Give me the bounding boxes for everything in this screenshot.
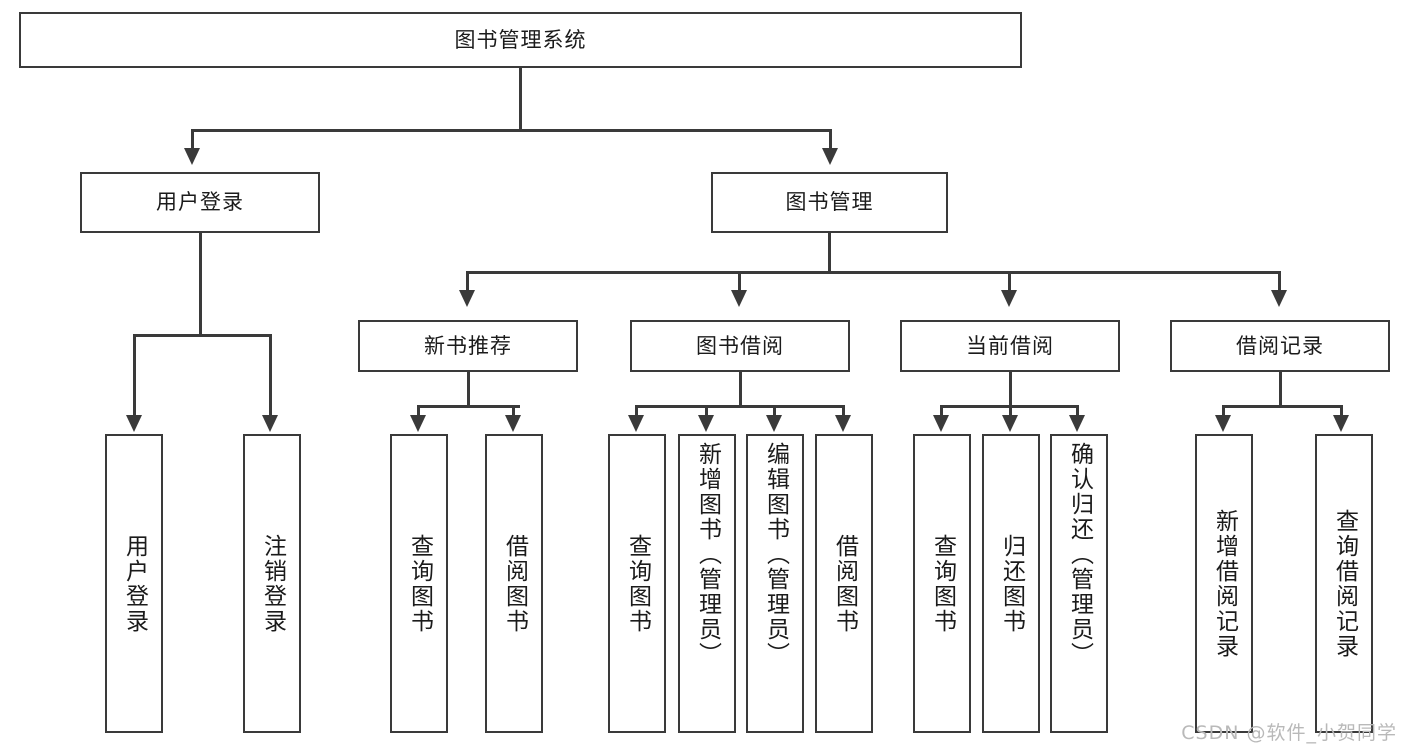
arrowhead-new-book-recommend — [459, 290, 475, 307]
leaf-label: 借阅图书 — [831, 533, 858, 634]
leaf-label: 查询图书 — [624, 533, 651, 634]
leaf-label: 新增图书（管理员） — [694, 442, 721, 667]
leaf-label: 新增借阅记录 — [1211, 508, 1238, 659]
arrowhead-leaf-query-books-rec — [410, 415, 426, 432]
connector-cb-drop-2 — [1009, 405, 1012, 418]
connector-bb-stem — [739, 372, 742, 407]
connector-user-login-drop-1 — [133, 334, 136, 418]
connector-br-drop-1 — [1222, 405, 1225, 418]
leaf-label: 编辑图书（管理员） — [762, 442, 789, 667]
leaf-confirm-return-admin[interactable]: 确认归还（管理员） — [1050, 434, 1108, 733]
connector-br-bus — [1222, 405, 1342, 408]
connector-cb-stem — [1009, 372, 1012, 407]
arrowhead-book-borrow — [731, 290, 747, 307]
connector-bb-bus — [635, 405, 844, 408]
connector-br-drop-2 — [1340, 405, 1343, 418]
node-label: 借阅记录 — [1236, 333, 1324, 358]
connector-bm-drop-4 — [1278, 271, 1281, 294]
connector-root-bus — [191, 129, 831, 132]
connector-br-stem — [1279, 372, 1282, 407]
connector-bb-drop-4 — [842, 405, 845, 418]
node-label: 新书推荐 — [424, 333, 512, 358]
leaf-label: 用户登录 — [121, 533, 148, 634]
arrowhead-to-user-login — [184, 148, 200, 165]
node-label: 图书管理系统 — [454, 27, 587, 52]
arrowhead-leaf-return-books — [1002, 415, 1018, 432]
connector-root-stem — [519, 68, 522, 131]
leaf-label: 查询图书 — [929, 533, 956, 634]
arrowhead-borrow-record — [1271, 290, 1287, 307]
connector-cb-drop-3 — [1076, 405, 1079, 418]
leaf-label: 查询图书 — [406, 533, 433, 634]
leaf-label: 查询借阅记录 — [1331, 508, 1358, 659]
leaf-borrow-books-recommend[interactable]: 借阅图书 — [485, 434, 543, 733]
connector-nbr-drop-1 — [417, 405, 420, 418]
leaf-query-borrow-record[interactable]: 查询借阅记录 — [1315, 434, 1373, 733]
arrowhead-leaf-edit-book-admin — [766, 415, 782, 432]
node-label: 当前借阅 — [966, 333, 1054, 358]
node-label: 图书管理 — [785, 190, 874, 215]
node-book-management-system[interactable]: 图书管理系统 — [19, 12, 1022, 68]
leaf-add-borrow-record[interactable]: 新增借阅记录 — [1195, 434, 1253, 733]
connector-user-login-drop-2 — [269, 334, 272, 418]
node-book-management[interactable]: 图书管理 — [711, 172, 948, 233]
leaf-logout-login[interactable]: 注销登录 — [243, 434, 301, 733]
node-label: 图书借阅 — [696, 333, 784, 358]
node-new-book-recommend[interactable]: 新书推荐 — [358, 320, 578, 372]
leaf-edit-book-admin[interactable]: 编辑图书（管理员） — [746, 434, 804, 733]
arrowhead-leaf-logout-login — [262, 415, 278, 432]
leaf-query-books-current[interactable]: 查询图书 — [913, 434, 971, 733]
connector-nbr-bus — [417, 405, 520, 408]
connector-nbr-drop-2 — [512, 405, 515, 418]
arrowhead-leaf-user-login — [126, 415, 142, 432]
watermark: CSDN @软件_小贺同学 — [1181, 722, 1397, 744]
leaf-label: 借阅图书 — [501, 533, 528, 634]
node-borrow-record[interactable]: 借阅记录 — [1170, 320, 1390, 372]
connector-cb-drop-1 — [940, 405, 943, 418]
arrowhead-to-book-management — [822, 148, 838, 165]
connector-bb-drop-2 — [705, 405, 708, 418]
leaf-label: 确认归还（管理员） — [1066, 442, 1093, 667]
arrowhead-leaf-query-books-borrow — [628, 415, 644, 432]
arrowhead-leaf-query-borrow-record — [1333, 415, 1349, 432]
connector-root-drop-right — [829, 129, 832, 151]
node-user-login[interactable]: 用户登录 — [80, 172, 320, 233]
connector-bb-drop-3 — [773, 405, 776, 418]
connector-user-login-stem — [199, 233, 202, 336]
connector-bb-drop-1 — [635, 405, 638, 418]
arrowhead-leaf-query-books-current — [933, 415, 949, 432]
leaf-add-book-admin[interactable]: 新增图书（管理员） — [678, 434, 736, 733]
leaf-query-books-recommend[interactable]: 查询图书 — [390, 434, 448, 733]
connector-bm-drop-2 — [738, 271, 741, 294]
arrowhead-current-borrow — [1001, 290, 1017, 307]
connector-bm-drop-3 — [1008, 271, 1011, 294]
connector-nbr-stem — [467, 372, 470, 407]
connector-bm-drop-1 — [466, 271, 469, 294]
arrowhead-leaf-add-borrow-record — [1215, 415, 1231, 432]
leaf-borrow-books-borrow[interactable]: 借阅图书 — [815, 434, 873, 733]
node-label: 用户登录 — [156, 190, 244, 215]
arrowhead-leaf-borrow-books-borrow — [835, 415, 851, 432]
arrowhead-leaf-add-book-admin — [698, 415, 714, 432]
node-book-borrow[interactable]: 图书借阅 — [630, 320, 850, 372]
leaf-query-books-borrow[interactable]: 查询图书 — [608, 434, 666, 733]
connector-book-management-stem — [828, 233, 831, 273]
arrowhead-leaf-borrow-books-rec — [505, 415, 521, 432]
leaf-return-books[interactable]: 归还图书 — [982, 434, 1040, 733]
node-current-borrow[interactable]: 当前借阅 — [900, 320, 1120, 372]
leaf-label: 注销登录 — [259, 533, 286, 634]
arrowhead-leaf-confirm-return-admin — [1069, 415, 1085, 432]
leaf-user-login[interactable]: 用户登录 — [105, 434, 163, 733]
connector-user-login-bus — [133, 334, 271, 337]
connector-root-drop-left — [191, 129, 194, 151]
connector-book-management-bus — [466, 271, 1280, 274]
leaf-label: 归还图书 — [998, 533, 1025, 634]
